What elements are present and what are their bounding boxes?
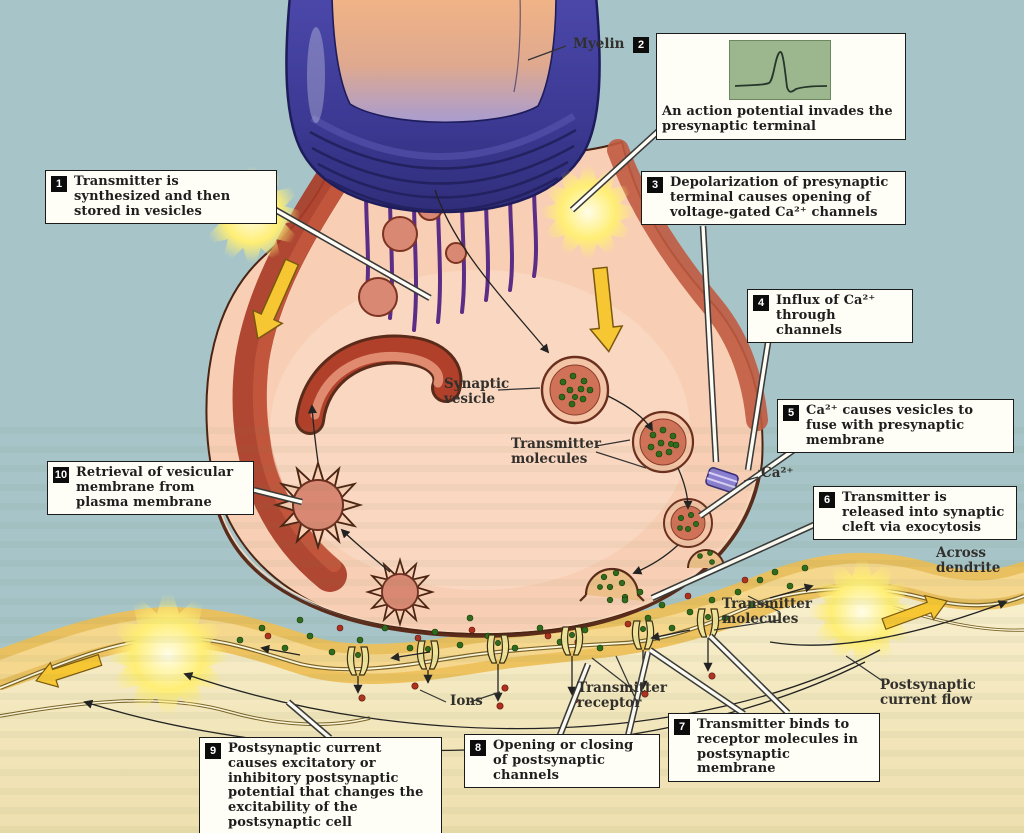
callout-4-badge: 4: [753, 295, 769, 311]
callout-1-badge: 1: [51, 176, 67, 192]
callout-6-text: Transmitter is released into synaptic cl…: [842, 490, 1005, 535]
ions-label: Ions: [450, 693, 483, 709]
transmitter-molecules-right-label: Transmitter molecules: [722, 596, 812, 628]
callout-2: 2 An action potential invades the presyn…: [633, 33, 906, 140]
coated-pit: [368, 560, 432, 624]
callout-2-badge: 2: [633, 37, 649, 53]
callout-10-text: Retrieval of vesicular membrane from pla…: [76, 465, 234, 510]
callout-8-badge: 8: [470, 740, 486, 756]
callout-4-text: Influx of Ca²⁺ through channels: [776, 293, 876, 338]
callout-6: 6 Transmitter is released into synaptic …: [813, 486, 1017, 541]
synaptic-vesicle-label: Synaptic vesicle: [444, 376, 510, 408]
transmitter-receptor-label: Transmitter receptor: [577, 680, 667, 712]
callout-7-badge: 7: [674, 719, 690, 735]
callout-7-text: Transmitter binds to receptor molecules …: [697, 717, 858, 777]
callout-9-badge: 9: [205, 743, 221, 759]
callout-3: 3 Depolarization of presynaptic terminal…: [641, 171, 906, 226]
invaginating-vesicle: [687, 549, 725, 569]
calcium-channel-icon: [705, 467, 739, 493]
fusing-vesicle: [579, 567, 645, 604]
callout-7: 7 Transmitter binds to receptor molecule…: [668, 713, 880, 783]
callout-5-badge: 5: [783, 405, 799, 421]
axon: [331, 0, 557, 124]
myelin-sheath: [285, 0, 601, 214]
action-potential-trace-icon: [729, 40, 831, 100]
across-dendrite-label: Across dendrite: [936, 545, 1001, 577]
callout-6-badge: 6: [819, 492, 835, 508]
callout-leaders: [253, 123, 818, 741]
callout-3-text: Depolarization of presynaptic terminal c…: [670, 175, 889, 220]
callout-5: 5 Ca²⁺ causes vesicles to fuse with pres…: [777, 399, 1014, 454]
transmitter-molecules-dots: [236, 564, 809, 656]
callout-1-text: Transmitter is synthesized and then stor…: [74, 174, 231, 219]
callout-9-text: Postsynaptic current causes excitatory o…: [228, 741, 424, 831]
coated-vesicle: [276, 463, 360, 547]
transmitter-molecules-label: Transmitter molecules: [511, 436, 601, 468]
callout-3-badge: 3: [647, 177, 663, 193]
callout-10: 10 Retrieval of vesicular membrane from …: [47, 461, 254, 516]
endoplasmic-reticulum: [295, 334, 463, 435]
synaptic-vesicles: [409, 139, 725, 604]
callout-1: 1 Transmitter is synthesized and then st…: [45, 170, 277, 225]
callout-10-badge: 10: [53, 467, 69, 483]
ca2-label: Ca²⁺: [761, 465, 794, 481]
callout-8: 8 Opening or closing of postsynaptic cha…: [464, 734, 660, 789]
myelin-label: Myelin: [573, 36, 625, 52]
callout-5-text: Ca²⁺ causes vesicles to fuse with presyn…: [806, 403, 974, 448]
callout-2-text: An action potential invades the presynap…: [662, 104, 893, 134]
callout-4: 4 Influx of Ca²⁺ through channels: [747, 289, 913, 344]
postsynaptic-current-flow-label: Postsynaptic current flow: [880, 677, 976, 709]
callout-9: 9 Postsynaptic current causes excitatory…: [199, 737, 442, 833]
callout-8-text: Opening or closing of postsynaptic chann…: [493, 738, 634, 783]
label-pointer-lines: [419, 45, 885, 703]
